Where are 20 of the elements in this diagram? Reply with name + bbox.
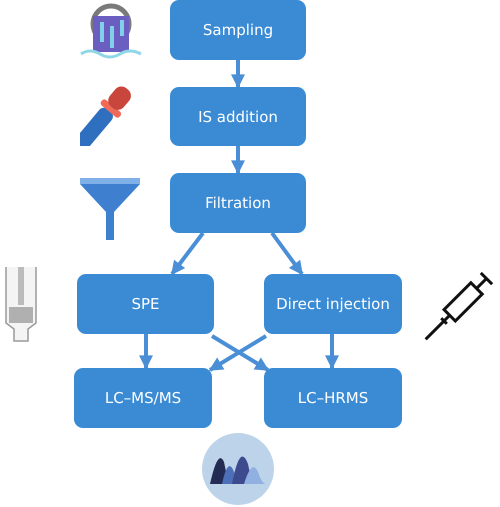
process-box [264,274,402,334]
arrow [270,232,304,276]
step-label: Sampling [202,21,274,39]
step-label: LC–MS/MS [104,389,182,407]
process-box [170,87,306,146]
arrow [231,60,245,88]
step-label: Filtration [205,194,271,212]
step-label: SPE [131,295,160,313]
step-label: IS addition [198,108,278,126]
process-box [74,368,212,428]
process-box [264,368,402,428]
arrow [139,334,153,370]
process-box [170,0,306,60]
arrow [325,334,339,370]
step-label: Direct injection [276,295,390,313]
process-box [77,274,214,334]
step-label: LC–HRMS [298,389,368,407]
arrow [170,232,205,276]
arrow [231,146,245,174]
process-box [170,173,306,233]
